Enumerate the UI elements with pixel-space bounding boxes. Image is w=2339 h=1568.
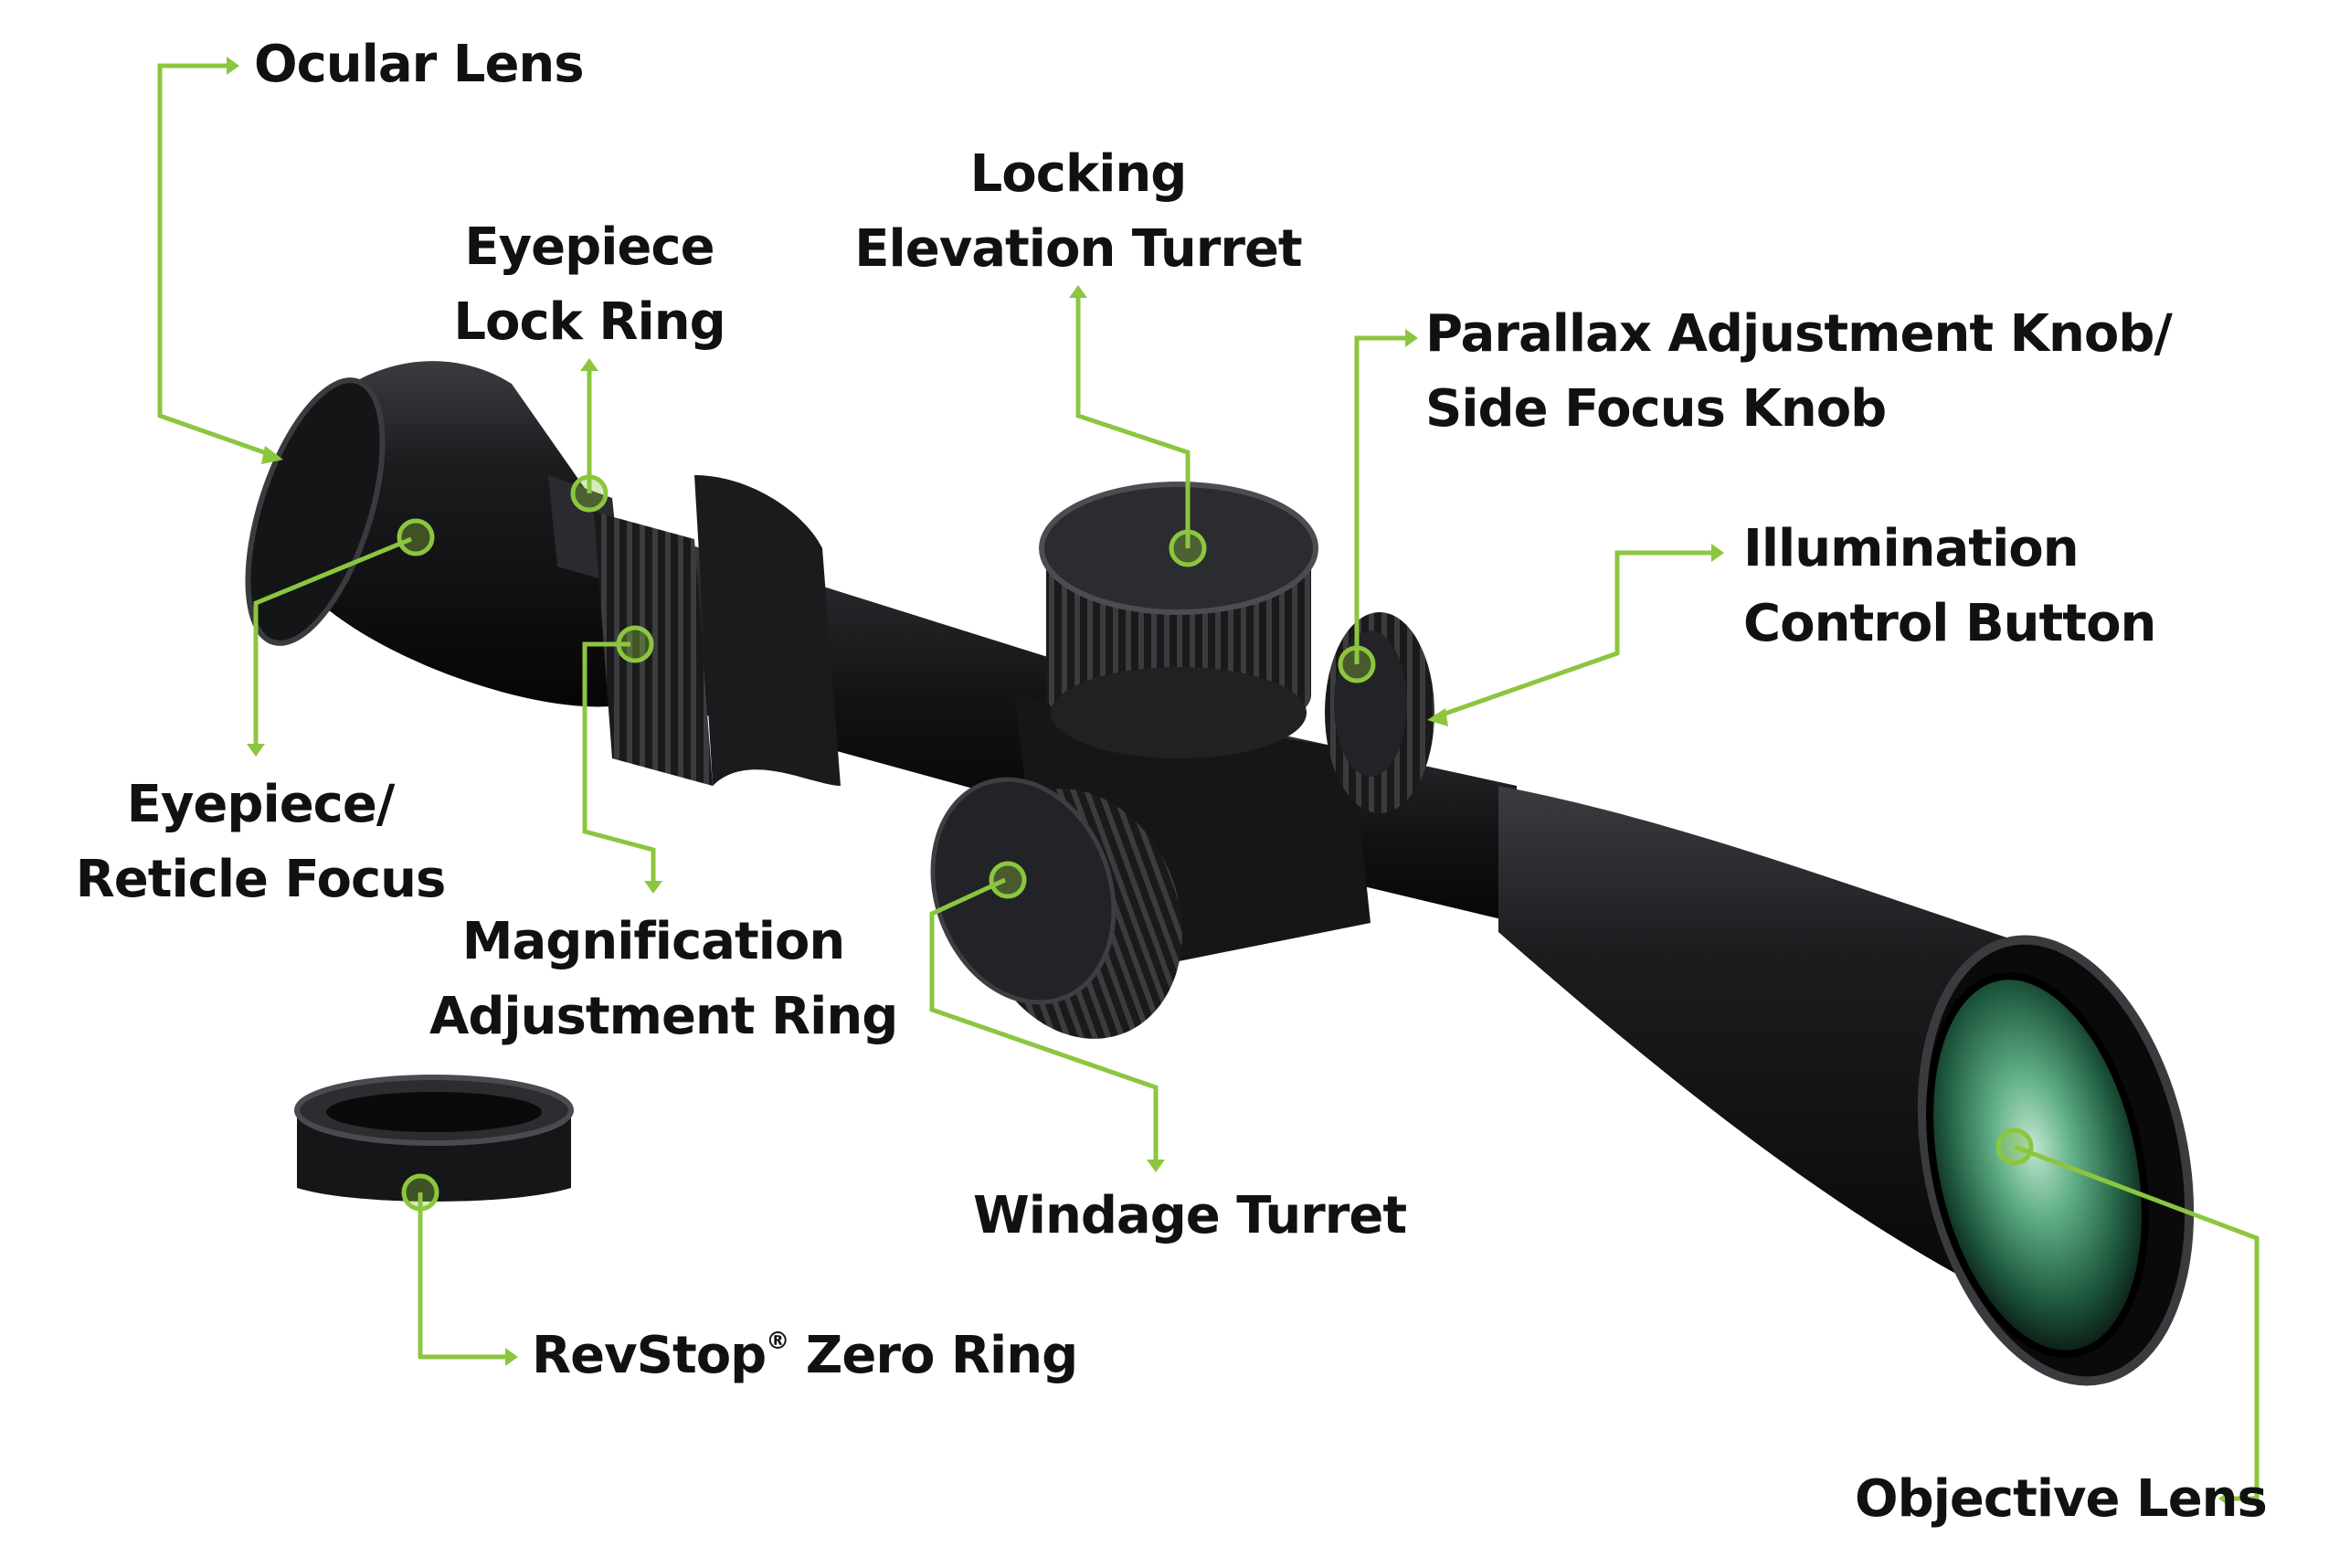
label-eyepiece-reticle-focus: Eyepiece/ Reticle Focus: [64, 768, 457, 917]
callout-revstop-ring: [420, 1192, 512, 1357]
label-magnification-ring: Magnification Adjustment Ring: [429, 905, 877, 1054]
label-windage-turret-text: Windage Turret: [973, 1179, 1406, 1254]
dot-eyepiece-lock-ring: [573, 477, 606, 510]
label-eyepiece-reticle-focus-line2: Reticle Focus: [64, 842, 457, 917]
label-revstop-name: RevStop: [532, 1326, 766, 1385]
label-eyepiece-reticle-focus-line1: Eyepiece/: [64, 768, 457, 842]
label-windage-turret: Windage Turret: [973, 1179, 1406, 1254]
label-parallax-knob-line2: Side Focus Knob: [1425, 372, 2172, 447]
label-revstop-ring-line: RevStop® Zero Ring: [532, 1319, 1077, 1393]
label-magnification-ring-line1: Magnification: [429, 905, 877, 980]
label-objective-lens: Objective Lens: [1855, 1462, 2267, 1537]
dot-objective-lens: [1998, 1130, 2031, 1163]
label-revstop-registered-mark: ®: [766, 1328, 788, 1355]
label-eyepiece-lock-ring-line1: Eyepiece: [402, 210, 777, 285]
label-objective-lens-text: Objective Lens: [1855, 1462, 2267, 1537]
label-ocular-lens-text: Ocular Lens: [254, 27, 584, 102]
label-parallax-knob: Parallax Adjustment Knob/ Side Focus Kno…: [1425, 297, 2172, 447]
label-locking-elevation-turret: Locking Elevation Turret: [854, 137, 1302, 287]
dot-parallax-knob: [1340, 648, 1373, 681]
dot-eyepiece-reticle-focus: [399, 521, 432, 554]
label-revstop-rest: Zero Ring: [788, 1326, 1077, 1385]
label-illumination-button: Illumination Control Button: [1743, 512, 2155, 662]
label-parallax-knob-line1: Parallax Adjustment Knob/: [1425, 297, 2172, 372]
label-illumination-button-line2: Control Button: [1743, 587, 2155, 662]
label-eyepiece-lock-ring-line2: Lock Ring: [402, 285, 777, 360]
label-locking-elevation-turret-line2: Elevation Turret: [854, 212, 1302, 287]
label-ocular-lens: Ocular Lens: [254, 27, 584, 102]
callout-illumination-button: [1434, 553, 1718, 717]
dot-magnification-ring: [619, 628, 651, 661]
label-illumination-button-line1: Illumination: [1743, 512, 2155, 587]
dot-revstop-ring: [404, 1176, 437, 1209]
dot-windage-turret: [991, 863, 1024, 896]
callout-ocular-lens: [160, 66, 277, 457]
label-eyepiece-lock-ring: Eyepiece Lock Ring: [402, 210, 777, 360]
label-magnification-ring-line2: Adjustment Ring: [429, 980, 877, 1054]
label-revstop-ring: RevStop® Zero Ring: [532, 1319, 1077, 1393]
dot-elevation-turret: [1171, 532, 1204, 565]
label-locking-elevation-turret-line1: Locking: [854, 137, 1302, 212]
